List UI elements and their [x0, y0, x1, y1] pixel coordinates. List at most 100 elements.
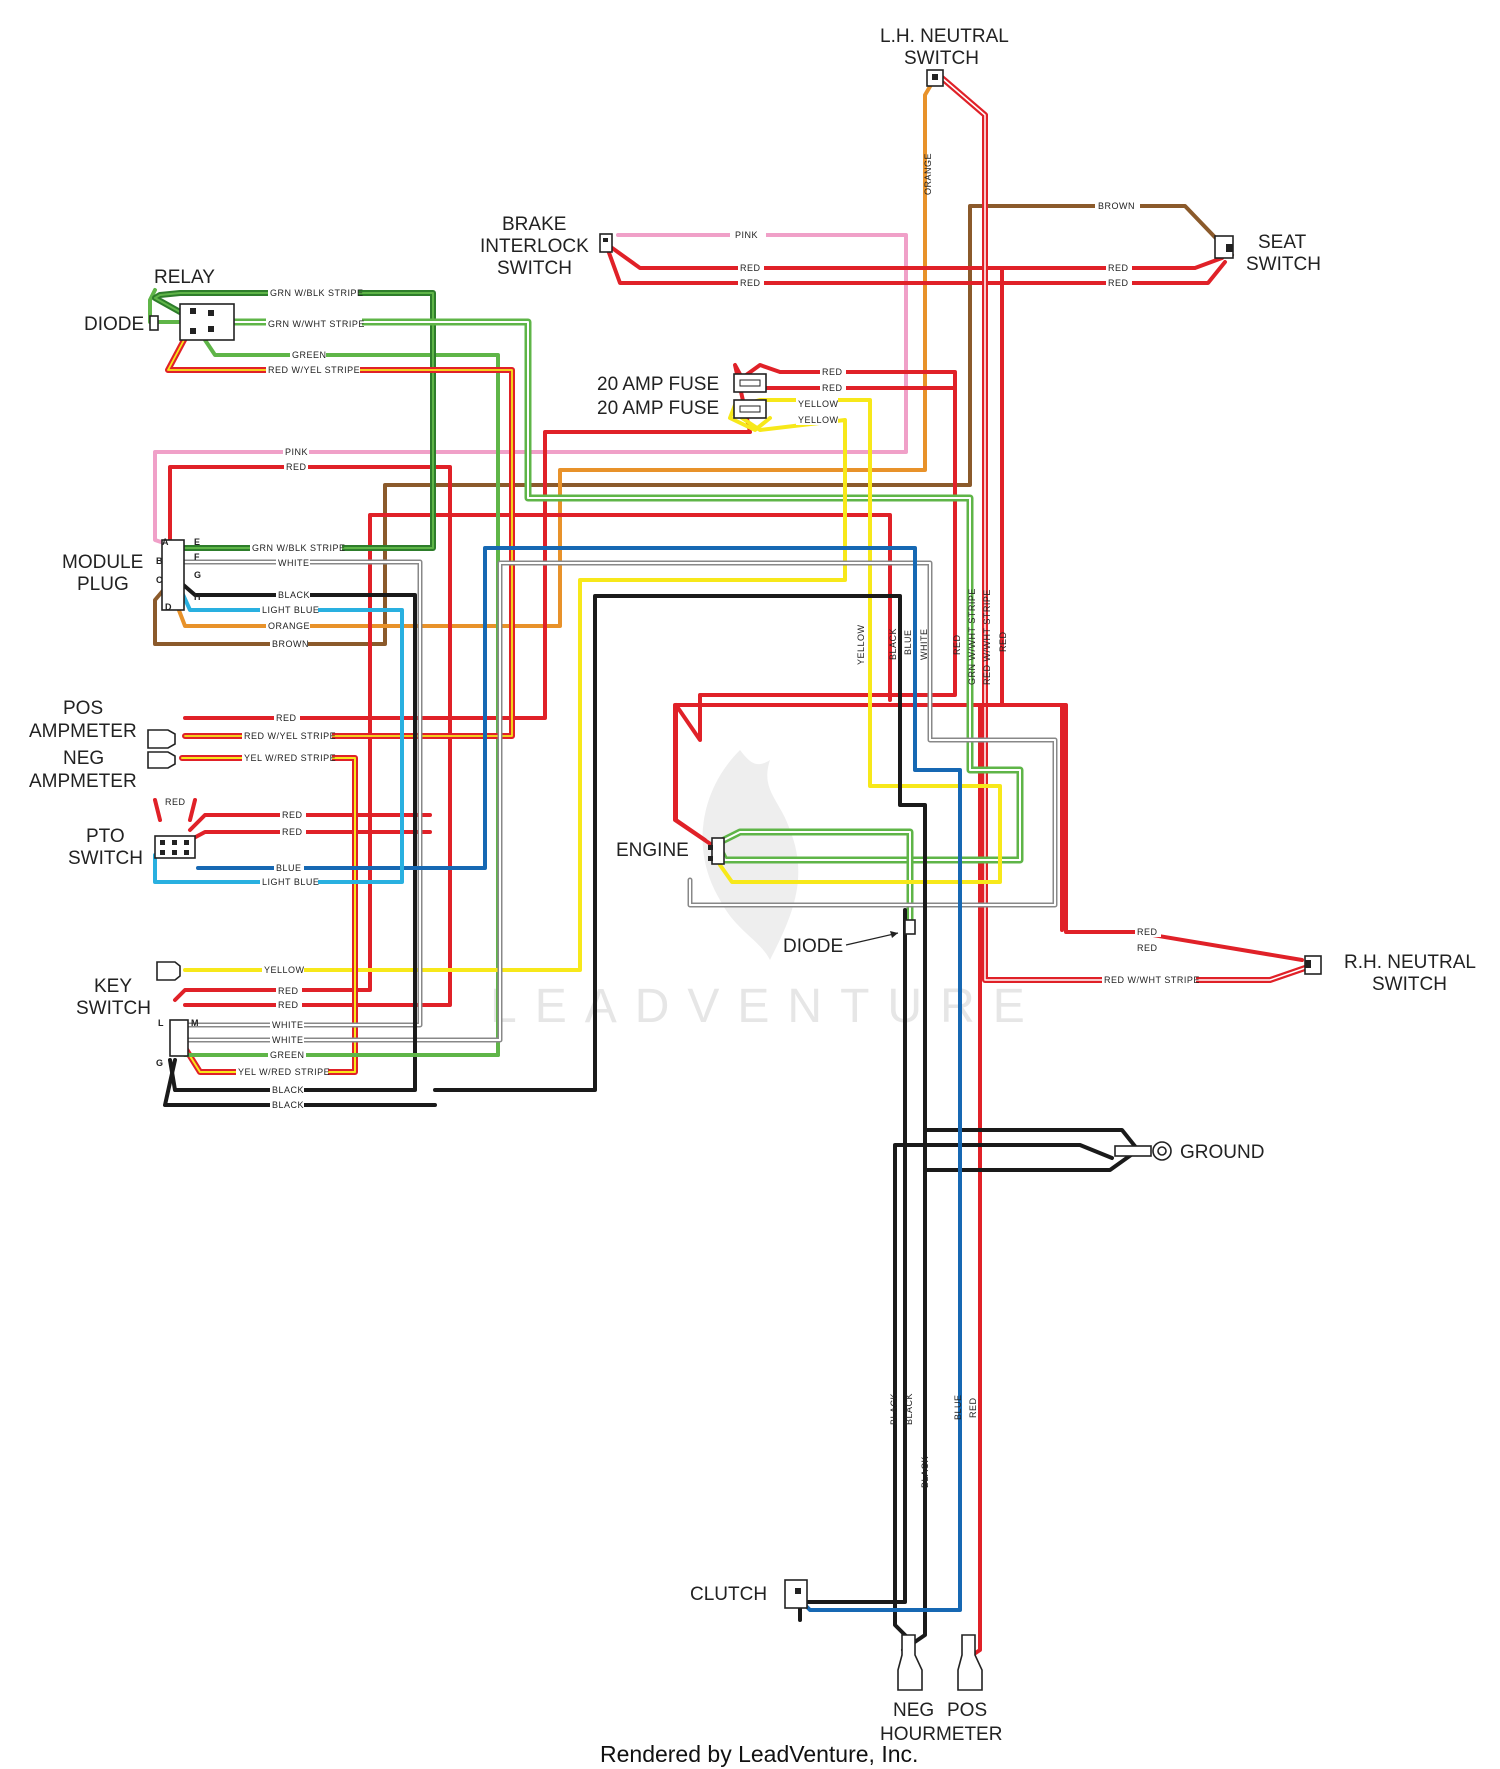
lh-neutral-label-2: SWITCH	[904, 48, 979, 69]
wire-yellow-fuse-loop	[728, 403, 772, 432]
hourmeter-label: HOURMETER	[880, 1724, 1002, 1745]
lh-neutral-switch: L.H. NEUTRAL SWITCH	[880, 26, 1009, 87]
wire-red-pto-2	[188, 830, 432, 842]
fuses: 20 AMP FUSE 20 AMP FUSE	[597, 373, 767, 419]
neg-ampmeter-label-1: NEG	[63, 748, 104, 769]
wire-white-2-core	[184, 562, 1056, 1041]
label-yellow-vertical: YELLOW	[856, 624, 866, 665]
label-yel-red-1: YEL W/RED STRIPE	[244, 753, 336, 763]
engine-diode: DIODE	[783, 919, 916, 957]
label-grn-wht-1: GRN W/WHT STRIPE	[268, 319, 365, 329]
engine-diode-label: DIODE	[783, 936, 843, 957]
label-brown-1: BROWN	[1098, 201, 1135, 211]
label-grn-blk-1: GRN W/BLK STRIPE	[270, 288, 364, 298]
module-pin-d: D	[165, 602, 172, 612]
wire-black-ground-loop	[798, 908, 907, 1622]
wire-grn-blk-stripe	[154, 292, 434, 549]
wire-green-relay	[148, 288, 500, 1057]
brake-label-1: BRAKE	[502, 214, 566, 235]
label-grn-wht-vertical: GRN W/WHT STRIPE	[967, 588, 977, 685]
wire-light-blue	[153, 586, 404, 884]
module-pin-g: G	[194, 570, 201, 580]
label-red-key-1: RED	[278, 986, 299, 996]
label-green-1: GREEN	[292, 350, 327, 360]
hourmeter: NEG POS HOURMETER	[880, 1634, 1002, 1745]
pos-ampmeter-label-1: POS	[63, 698, 103, 719]
label-black-lower-3: BLACK	[920, 1456, 930, 1488]
label-red-6: RED	[276, 713, 297, 723]
watermark-text: LEADVENTURE	[490, 980, 1043, 1033]
wire-grn-wht-diode-stripe	[719, 831, 911, 921]
wire-red-key-2	[173, 513, 892, 1002]
wire-red-wht-stripe	[941, 77, 1306, 981]
label-red-fuse-2: RED	[822, 383, 843, 393]
wire-labels: PINK RED RED BROWN RED RED ORANGE GRN W/…	[163, 153, 1200, 1488]
wire-yellow-fuse-2	[183, 416, 847, 972]
fuse-2-label: 20 AMP FUSE	[597, 398, 719, 419]
label-red-fuse-1: RED	[822, 367, 843, 377]
key-label-2: SWITCH	[76, 998, 151, 1019]
label-red-wht-rh: RED W/WHT STRIPE	[1104, 975, 1200, 985]
seat-label-1: SEAT	[1258, 232, 1307, 253]
label-orange-vertical: ORANGE	[923, 153, 933, 195]
seat-label-2: SWITCH	[1246, 254, 1321, 275]
module-label-1: MODULE	[62, 552, 143, 573]
rh-neutral-label-1: R.H. NEUTRAL	[1344, 952, 1476, 973]
label-light-blue-2: LIGHT BLUE	[262, 877, 319, 887]
wire-grn-wht-stripe	[211, 321, 1021, 861]
lh-neutral-label-1: L.H. NEUTRAL	[880, 26, 1009, 47]
label-orange-2: ORANGE	[268, 621, 310, 631]
pto-label-1: PTO	[86, 826, 125, 847]
pto-switch: PTO SWITCH	[68, 826, 196, 869]
wire-black-key	[163, 1058, 437, 1107]
label-red-vertical-1: RED	[952, 634, 962, 655]
label-black-lower-2: BLACK	[904, 1393, 914, 1425]
label-pink-1: PINK	[735, 230, 758, 240]
engine-label: ENGINE	[616, 840, 689, 861]
label-red-vertical-2: RED	[998, 631, 1008, 652]
ampmeters: POS AMPMETER NEG AMPMETER	[29, 698, 176, 792]
label-red-pto-1: RED	[165, 797, 186, 807]
module-pin-f: F	[194, 552, 200, 562]
label-red-5: RED	[286, 462, 307, 472]
label-blue-1: BLUE	[276, 863, 302, 873]
label-white-1: WHITE	[278, 558, 310, 568]
hourmeter-neg-label: NEG	[893, 1700, 934, 1721]
label-black-vertical: BLACK	[888, 628, 898, 660]
brake-interlock-switch: BRAKE INTERLOCK SWITCH	[480, 214, 613, 279]
wire-yellow-fuse	[718, 398, 1002, 884]
wire-red-seat-down	[1000, 266, 1304, 962]
wire-blue-main	[196, 546, 962, 1612]
neg-ampmeter-label-2: AMPMETER	[29, 771, 137, 792]
label-pink-2: PINK	[285, 447, 308, 457]
wire-black-engine	[433, 594, 927, 1652]
key-switch: L M G KEY SWITCH	[76, 961, 199, 1068]
relay: RELAY DIODE	[84, 267, 235, 341]
label-white-vertical: WHITE	[919, 629, 929, 661]
key-pin-m: M	[191, 1018, 199, 1028]
label-red-4: RED	[1108, 278, 1129, 288]
ground: GROUND	[1114, 1141, 1264, 1163]
wire-red-module	[168, 465, 452, 1007]
label-red-key-2: RED	[278, 1000, 299, 1010]
label-red-1: RED	[740, 263, 761, 273]
wire-red-brake-2	[606, 248, 1227, 285]
label-yellow-fuse-1: YELLOW	[798, 399, 839, 409]
ground-label: GROUND	[1180, 1142, 1264, 1163]
engine: ENGINE	[616, 837, 725, 865]
wire-orange	[173, 76, 937, 628]
label-green-key: GREEN	[270, 1050, 305, 1060]
wire-red-engine	[673, 703, 1064, 932]
label-red-2: RED	[740, 278, 761, 288]
module-pin-a: A	[162, 537, 169, 547]
module-pin-b: B	[156, 556, 163, 566]
label-white-key-2: WHITE	[272, 1035, 304, 1045]
seat-switch: SEAT SWITCH	[1214, 232, 1321, 275]
module-label-2: PLUG	[77, 574, 129, 595]
components: L.H. NEUTRAL SWITCH BRAKE INTERLOCK SWIT…	[29, 26, 1476, 1745]
label-red-rh-2: RED	[1137, 943, 1158, 953]
key-pin-l: L	[158, 1018, 164, 1028]
rh-neutral-switch: R.H. NEUTRAL SWITCH	[1304, 952, 1476, 995]
key-label-1: KEY	[94, 976, 132, 997]
